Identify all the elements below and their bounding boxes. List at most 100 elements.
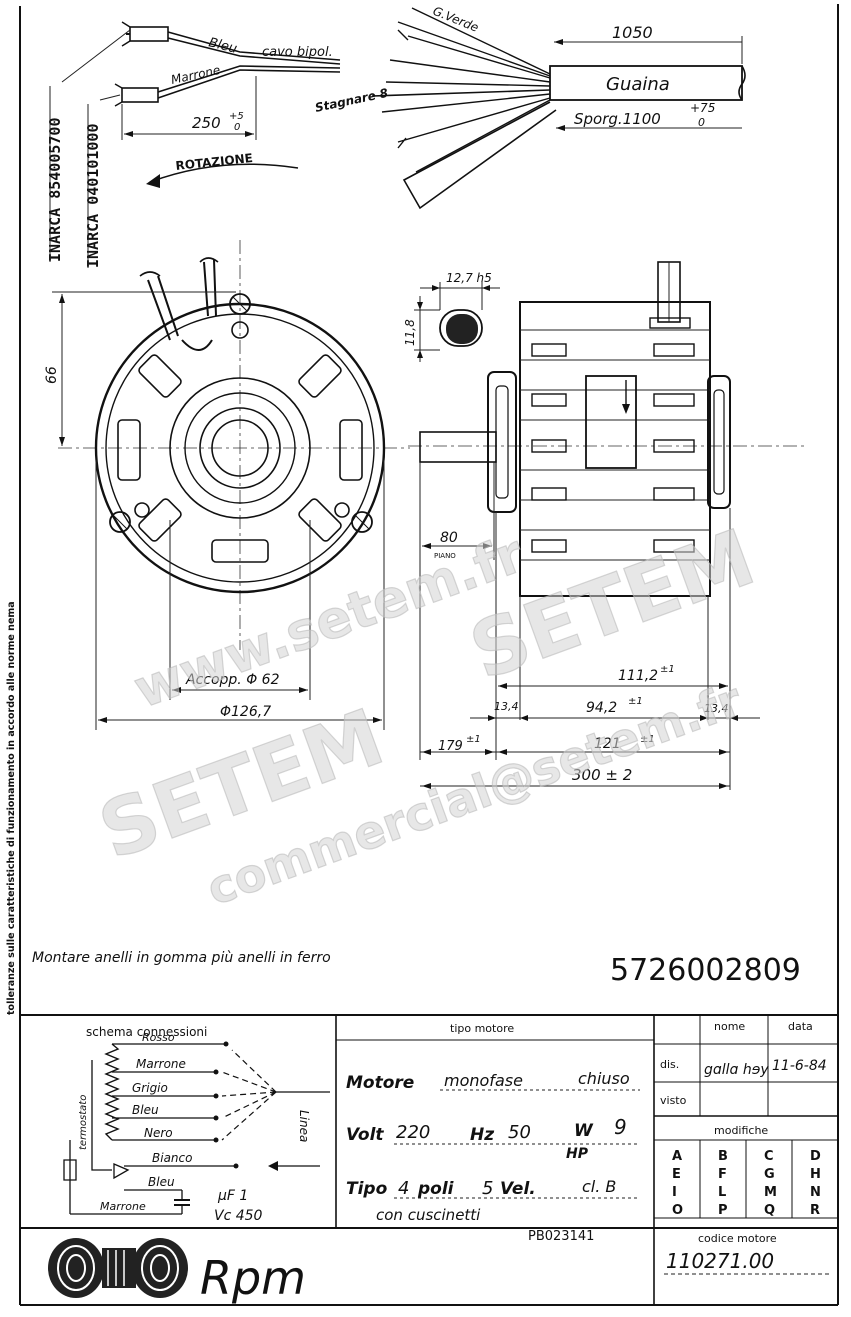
motor-code-header: codice motore <box>698 1232 777 1245</box>
tol-179: ±1 <box>466 734 481 745</box>
stagnare-label: Stagnare 8 <box>314 86 390 115</box>
connector-bottom <box>114 83 159 107</box>
poli-value: 4 <box>398 1178 409 1199</box>
wire-leads-detail: Bleu cavo bipol. Marrone 250 +5 0 INARCA… <box>46 21 341 268</box>
assembly-note: Montare anelli in gomma più anelli in fe… <box>32 950 331 966</box>
cooling-slots <box>117 354 363 563</box>
mounting-lugs <box>109 293 373 533</box>
poli-label: poli <box>417 1179 455 1199</box>
cable-detail: G.Verde 1050 Guaina Stagnare 8 Sporg.110… <box>314 4 746 210</box>
part-number: 5726002809 <box>610 953 801 988</box>
schema-wire-bleu-2: Bleu <box>148 1175 175 1189</box>
motor-side-view: 12,7 h5 11,8 80 PIANO 111,2 ±1 13,4 9 <box>403 261 806 790</box>
schema-line: Linea <box>297 1110 311 1142</box>
sporg-tol-plus: +75 <box>690 101 715 115</box>
motor-coil-emblem <box>48 1238 188 1298</box>
connection-schematic: schema connessioni Rosso Marrone Grigi <box>63 1025 330 1224</box>
motor-type-header: tipo motore <box>450 1022 514 1035</box>
title-block <box>20 1014 838 1305</box>
mod-letter: M <box>764 1185 777 1200</box>
schema-wire-rosso: Rosso <box>142 1031 175 1044</box>
modification-letters: A B C D E F G H I L M N O P Q R <box>672 1149 821 1218</box>
dim-300: 300 ± 2 <box>572 766 632 784</box>
dim-121: 121 <box>594 736 621 752</box>
motor-code: 110271.00 <box>666 1249 774 1273</box>
volt-label: Volt <box>346 1125 384 1145</box>
schema-title: schema connessioni <box>86 1025 207 1039</box>
wire-length-tol-plus: +5 <box>229 111 244 122</box>
bearings-note: con cuscinetti <box>376 1206 481 1224</box>
dis-label: dis. <box>660 1058 679 1071</box>
nome-header: nome <box>714 1020 745 1033</box>
sheath-label: Guaina <box>606 74 670 95</box>
mod-letter: P <box>718 1203 728 1218</box>
wire-label-cavo: cavo bipol. <box>262 45 333 60</box>
mod-letter: C <box>764 1149 774 1164</box>
mod-letter: R <box>810 1203 820 1218</box>
inarca-label-1: INARCA 854005700 <box>46 118 64 263</box>
mod-letter: O <box>672 1203 683 1218</box>
dim-piano: PIANO <box>434 552 456 560</box>
mod-letter: H <box>810 1167 821 1182</box>
dim-flat: 11,8 <box>403 319 417 346</box>
mod-letter: D <box>810 1149 821 1164</box>
dim-accopp: Accopp. Φ 62 <box>185 672 280 688</box>
dim-66: 66 <box>44 366 60 384</box>
schema-cap-vc: Vc 450 <box>214 1208 263 1224</box>
dim-179: 179 <box>438 739 463 754</box>
mod-letter: B <box>718 1149 728 1164</box>
hz-value: 50 <box>508 1122 531 1143</box>
schema-wire-grigio: Grigio <box>132 1081 168 1095</box>
dim-134-right: 13,4 <box>704 702 729 715</box>
dim-diameter: Φ126,7 <box>220 704 271 720</box>
w-value: 9 <box>614 1115 627 1139</box>
schema-wire-bleu: Bleu <box>132 1103 159 1117</box>
cable-verde-label: G.Verde <box>431 4 481 35</box>
designer-signature: gɑllɑ hɘy <box>704 1062 769 1078</box>
motore-label: Motore <box>346 1073 414 1093</box>
schema-thermostat: termostato <box>78 1095 89 1150</box>
approval-cells: nome data dis. gɑllɑ hɘy 11-6-84 visto m… <box>660 1020 830 1275</box>
vel-label: Vel. <box>500 1179 536 1199</box>
mod-letter: L <box>718 1185 726 1200</box>
brand-logo: Rpm <box>48 1238 306 1305</box>
rotation-label: ROTAZIONE <box>175 151 254 173</box>
sheet-frame <box>19 4 839 1306</box>
watermark: www.setem.fr SETEM SETEM commercial@sete… <box>88 512 767 916</box>
dim-80: 80 <box>440 530 458 546</box>
brand-name: Rpm <box>200 1251 306 1305</box>
dim-942: 94,2 <box>586 700 617 716</box>
pb-code: PB023141 <box>528 1229 594 1244</box>
side-note: tolleranze sulle caratteristiche di funz… <box>6 601 17 1015</box>
mod-letter: A <box>672 1149 682 1164</box>
schema-wire-marrone: Marrone <box>136 1057 186 1071</box>
schema-wire-marrone-2: Marrone <box>100 1200 146 1213</box>
tol-111: ±1 <box>660 664 675 675</box>
vel-value: 5 <box>482 1178 493 1199</box>
data-header: data <box>788 1020 813 1033</box>
hz-label: Hz <box>470 1125 494 1145</box>
class-value: cl. B <box>582 1177 616 1196</box>
motore-value: monofase <box>444 1071 523 1090</box>
design-date: 11-6-84 <box>772 1058 827 1074</box>
tol-121: ±1 <box>640 734 655 745</box>
tipo-label: Tipo <box>346 1179 388 1199</box>
w-label: W <box>574 1121 594 1141</box>
connector-top <box>121 21 169 47</box>
sporg-value: Sporg.1100 <box>574 110 661 128</box>
volt-value: 220 <box>396 1122 430 1143</box>
schema-wire-bianco: Bianco <box>152 1151 192 1165</box>
mod-letter: N <box>810 1185 821 1200</box>
sporg-tol-zero: 0 <box>698 116 705 129</box>
mod-letter: G <box>764 1167 775 1182</box>
wire-length-value: 250 <box>192 114 221 132</box>
mod-letter: E <box>672 1167 681 1182</box>
dim-111: 111,2 <box>618 668 658 684</box>
wire-label-marrone: Marrone <box>170 63 222 87</box>
mod-letter: I <box>672 1185 677 1200</box>
visto-label: visto <box>660 1094 687 1107</box>
dim-134-left: 13,4 <box>494 700 519 713</box>
hp-label: HP <box>566 1146 589 1162</box>
schema-cap-mf: μF 1 <box>217 1188 248 1204</box>
